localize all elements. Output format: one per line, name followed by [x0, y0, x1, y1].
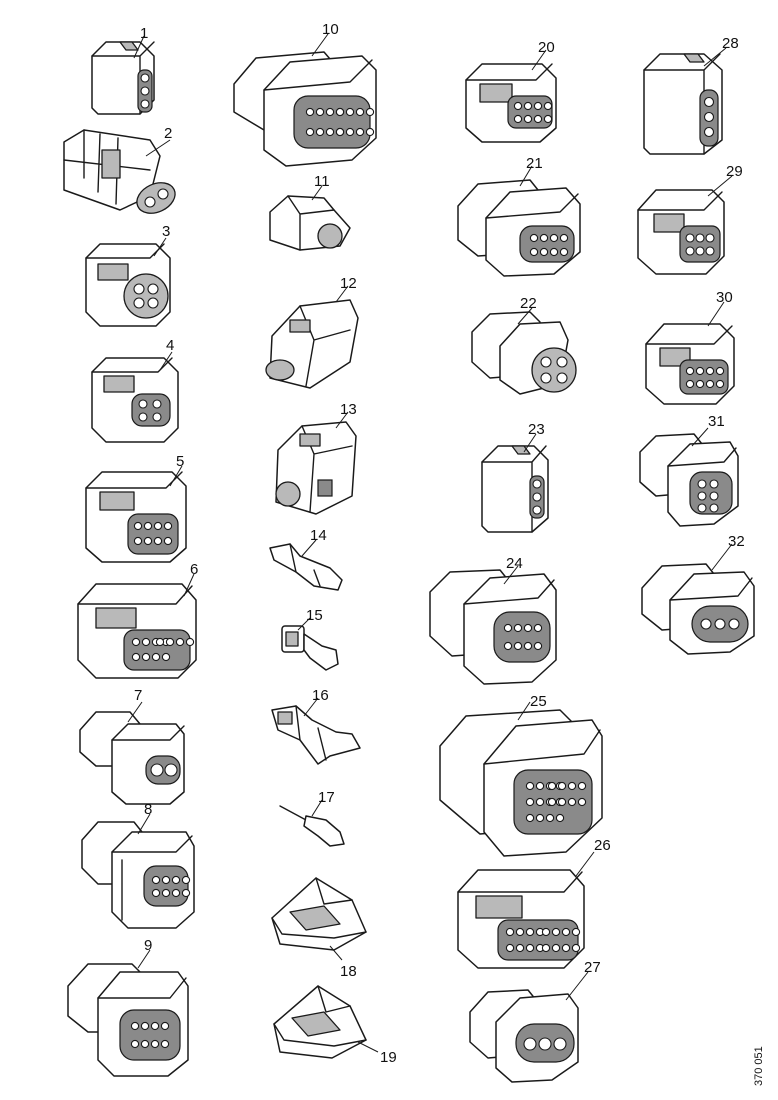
connector-26: 26: [457, 837, 611, 969]
connector-2: 2: [63, 125, 176, 214]
figure-reference-number: 370 051: [753, 1046, 765, 1086]
connector-28: 28: [643, 35, 739, 155]
connector-20: 20: [465, 39, 557, 143]
seal-retainer-19: 19: [273, 985, 397, 1066]
callout-27: 27: [584, 959, 601, 976]
callout-2: 2: [164, 125, 172, 142]
callout-4: 4: [166, 337, 174, 354]
callout-25: 25: [530, 693, 547, 710]
callout-15: 15: [306, 607, 323, 624]
connector-22: 22: [471, 295, 577, 395]
terminal-cover-11: 11: [269, 173, 351, 251]
terminal-cover-13: 13: [275, 401, 357, 515]
callout-5: 5: [176, 453, 184, 470]
callout-22: 22: [520, 295, 537, 312]
callout-14: 14: [310, 527, 327, 544]
callout-13: 13: [340, 401, 357, 418]
callout-31: 31: [708, 413, 725, 430]
callout-28: 28: [722, 35, 739, 52]
connector-7: 7: [79, 687, 185, 805]
callout-17: 17: [318, 789, 335, 806]
callout-1: 1: [140, 25, 148, 42]
callout-3: 3: [162, 223, 170, 240]
connector-1: 1: [91, 25, 155, 115]
terminal-14: 14: [269, 527, 343, 591]
connector-6: 6: [77, 561, 198, 679]
callout-6: 6: [190, 561, 198, 578]
connector-5: 5: [85, 453, 187, 563]
callout-32: 32: [728, 533, 745, 550]
connector-21: 21: [457, 155, 581, 277]
terminal-cover-12: 12: [265, 275, 359, 389]
callout-19: 19: [380, 1049, 397, 1066]
callout-30: 30: [716, 289, 733, 306]
callout-7: 7: [134, 687, 142, 704]
connector-27: 27: [469, 959, 601, 1083]
connector-30: 30: [645, 289, 735, 405]
connector-32: 32: [641, 533, 755, 655]
connector-25: 25: [439, 693, 603, 857]
connector-9: 9: [67, 937, 189, 1077]
callout-26: 26: [594, 837, 611, 854]
connector-8: 8: [81, 801, 195, 929]
connector-31: 31: [639, 413, 739, 527]
callout-16: 16: [312, 687, 329, 704]
connector-10: 10: [233, 21, 377, 167]
callout-12: 12: [340, 275, 357, 292]
callout-18: 18: [340, 963, 357, 980]
callout-21: 21: [526, 155, 543, 172]
callout-23: 23: [528, 421, 545, 438]
callout-29: 29: [726, 163, 743, 180]
callout-9: 9: [144, 937, 152, 954]
callout-24: 24: [506, 555, 523, 572]
seal-retainer-18: 18: [271, 877, 367, 980]
connector-23: 23: [481, 421, 549, 533]
connector-24: 24: [429, 555, 557, 685]
terminal-15: 15: [281, 607, 339, 671]
callout-20: 20: [538, 39, 555, 56]
connector-29: 29: [637, 163, 743, 275]
callout-11: 11: [314, 173, 330, 190]
terminal-16: 16: [271, 687, 361, 765]
callout-8: 8: [144, 801, 152, 818]
connector-4: 4: [91, 337, 179, 443]
terminal-17: 17: [279, 789, 345, 847]
connector-3: 3: [85, 223, 171, 327]
callout-10: 10: [322, 21, 339, 38]
